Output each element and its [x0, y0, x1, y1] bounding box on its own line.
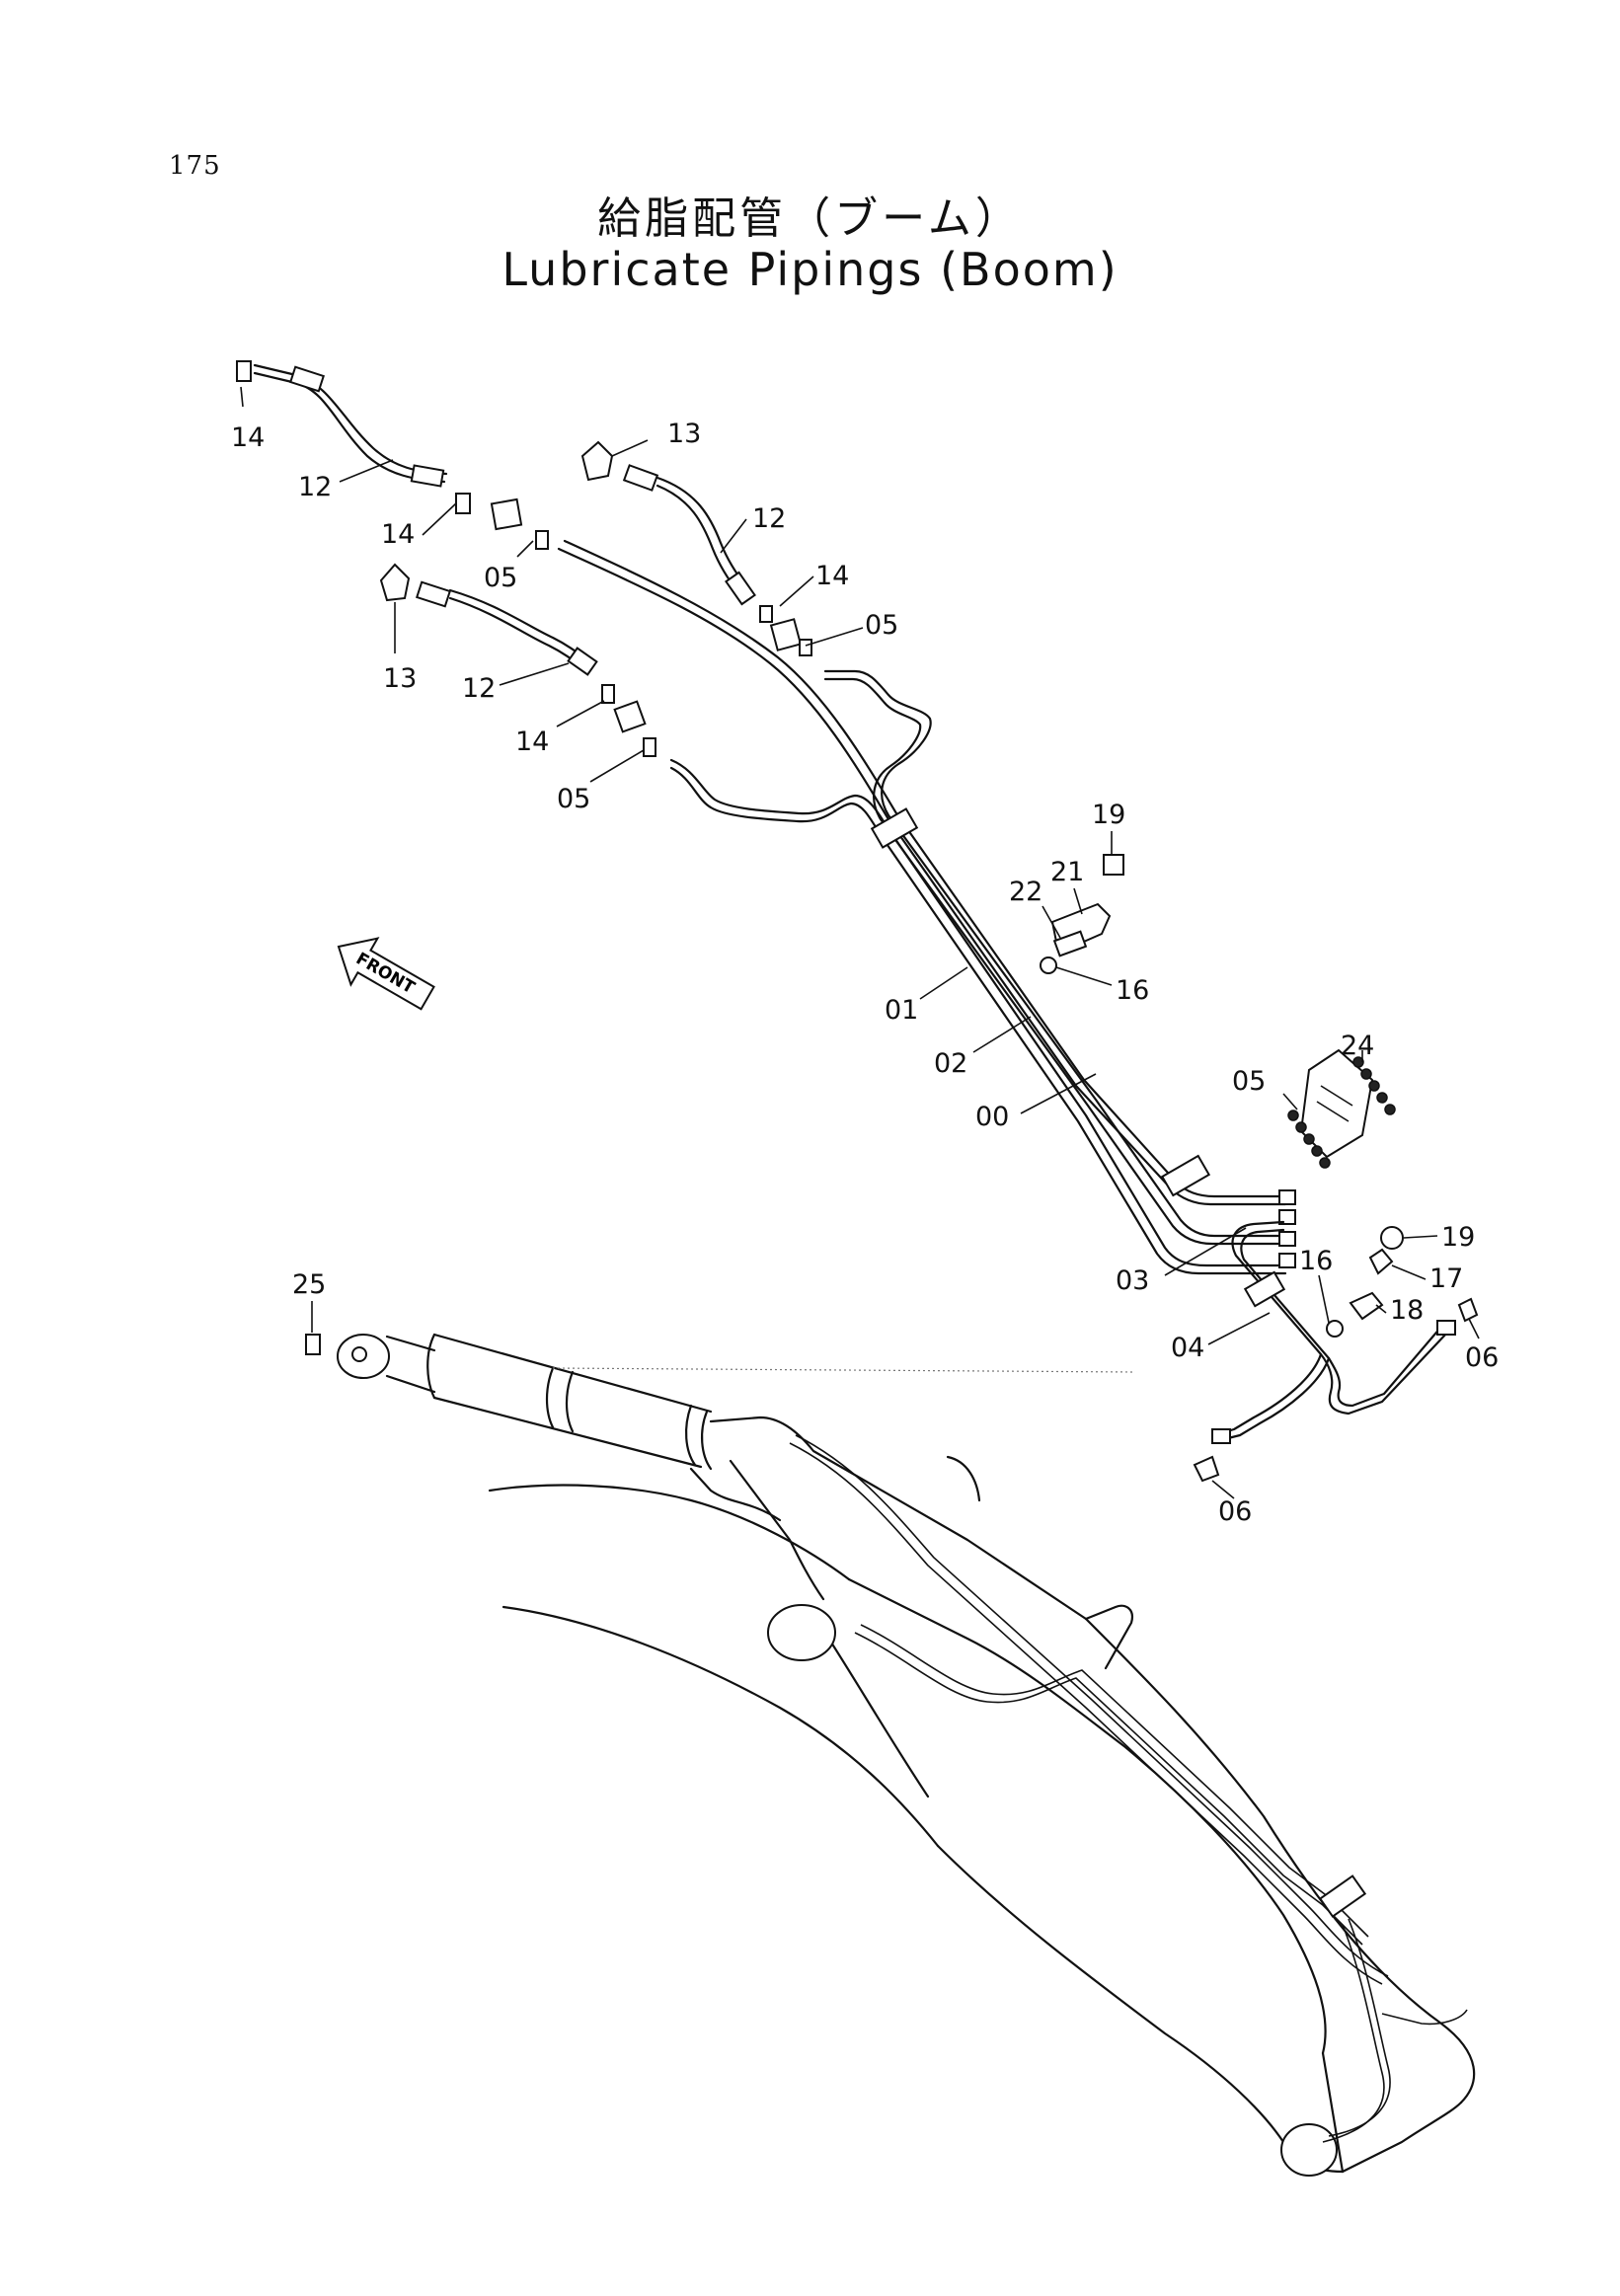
callout-17: 17	[1429, 1263, 1463, 1294]
bolt-19	[1380, 1226, 1404, 1250]
callout-05: 05	[865, 610, 898, 641]
callout-13: 13	[383, 663, 417, 694]
hose-fitting	[289, 365, 325, 393]
clamp-18	[1349, 1291, 1384, 1321]
clamp-17	[1368, 1248, 1394, 1275]
hose-assembly-upper-middle	[580, 440, 812, 656]
end-fitting	[1278, 1231, 1296, 1247]
grease-nipple-14	[455, 493, 471, 514]
hose-fitting	[567, 647, 598, 676]
callout-12: 12	[298, 472, 332, 502]
callout-06: 06	[1218, 1496, 1252, 1527]
pipe-bundle	[557, 539, 1296, 1275]
plate-22	[1052, 930, 1088, 957]
callout-16: 16	[1299, 1246, 1333, 1276]
callout-02: 02	[934, 1048, 967, 1079]
hose-assembly-upper-left	[236, 360, 549, 550]
hose-fitting	[725, 571, 756, 606]
pipe-clamp	[870, 807, 919, 849]
callout-21: 21	[1050, 857, 1084, 887]
hose-fitting	[416, 580, 451, 608]
bolt-19	[1103, 854, 1124, 876]
fitting-block	[490, 497, 523, 531]
elbow-05	[799, 639, 812, 656]
fitting-block	[613, 700, 647, 733]
callout-05: 05	[1232, 1066, 1266, 1097]
end-fitting	[1211, 1428, 1231, 1444]
lower-branch-pipes	[1193, 1220, 1479, 1483]
callout-25: 25	[292, 1269, 326, 1300]
callout-00: 00	[975, 1102, 1009, 1132]
callout-16: 16	[1116, 975, 1149, 1006]
callout-22: 22	[1009, 877, 1042, 907]
end-fitting	[1436, 1320, 1456, 1336]
hose-fitting	[410, 464, 445, 488]
callout-labels: 14 12 13 12 14 05 14 05 13 12 14 05 19 2…	[231, 419, 1499, 1527]
bracket-13	[580, 440, 614, 482]
fitting-block	[769, 618, 803, 651]
callout-13: 13	[667, 419, 701, 449]
front-direction-arrow	[337, 937, 435, 1011]
end-fitting	[1278, 1253, 1296, 1268]
callout-12: 12	[462, 673, 496, 704]
boom-body	[488, 1416, 1476, 2177]
title-english: Lubricate Pipings (Boom)	[501, 243, 1119, 296]
callout-12: 12	[752, 503, 786, 534]
clamp-plate-assembly-upper	[1040, 854, 1124, 974]
grease-block-assembly	[1287, 1048, 1396, 1169]
callout-24: 24	[1341, 1031, 1374, 1061]
end-fitting	[1278, 1189, 1296, 1205]
boom-cylinder	[305, 1333, 1136, 1471]
elbow-05	[643, 737, 656, 757]
grease-nipple-25	[305, 1334, 321, 1355]
callout-04: 04	[1171, 1333, 1204, 1363]
callout-18: 18	[1390, 1295, 1424, 1326]
callout-14: 14	[815, 561, 849, 591]
grease-nipple-14	[759, 605, 773, 623]
callout-14: 14	[231, 422, 265, 453]
callout-19: 19	[1441, 1222, 1475, 1253]
elbow-06	[1457, 1297, 1479, 1323]
end-fitting	[1278, 1209, 1296, 1225]
pipe-clamp	[1160, 1154, 1211, 1197]
callout-06: 06	[1465, 1342, 1499, 1373]
bracket-13	[379, 563, 411, 602]
page-number: 175	[169, 151, 221, 181]
elbow-06	[1193, 1455, 1220, 1483]
title-japanese: 給脂配管（ブーム）	[597, 193, 1023, 244]
callout-14: 14	[381, 519, 415, 550]
washer-16	[1040, 957, 1057, 974]
callout-19: 19	[1092, 800, 1125, 830]
grease-block	[1318, 1875, 1367, 1918]
callout-01: 01	[885, 995, 918, 1026]
grease-nipple-14	[601, 684, 615, 704]
leader-lines	[240, 386, 1480, 1499]
callout-05: 05	[484, 563, 517, 593]
hose-assembly-left	[379, 563, 656, 757]
grease-nipple-14	[236, 360, 252, 382]
washer-16	[1326, 1320, 1344, 1338]
callout-05: 05	[557, 784, 590, 814]
elbow-05	[535, 530, 549, 550]
pipe-clamp	[1243, 1270, 1286, 1308]
callout-03: 03	[1116, 1265, 1149, 1296]
callout-14: 14	[515, 727, 549, 757]
hose-fitting	[622, 464, 659, 492]
